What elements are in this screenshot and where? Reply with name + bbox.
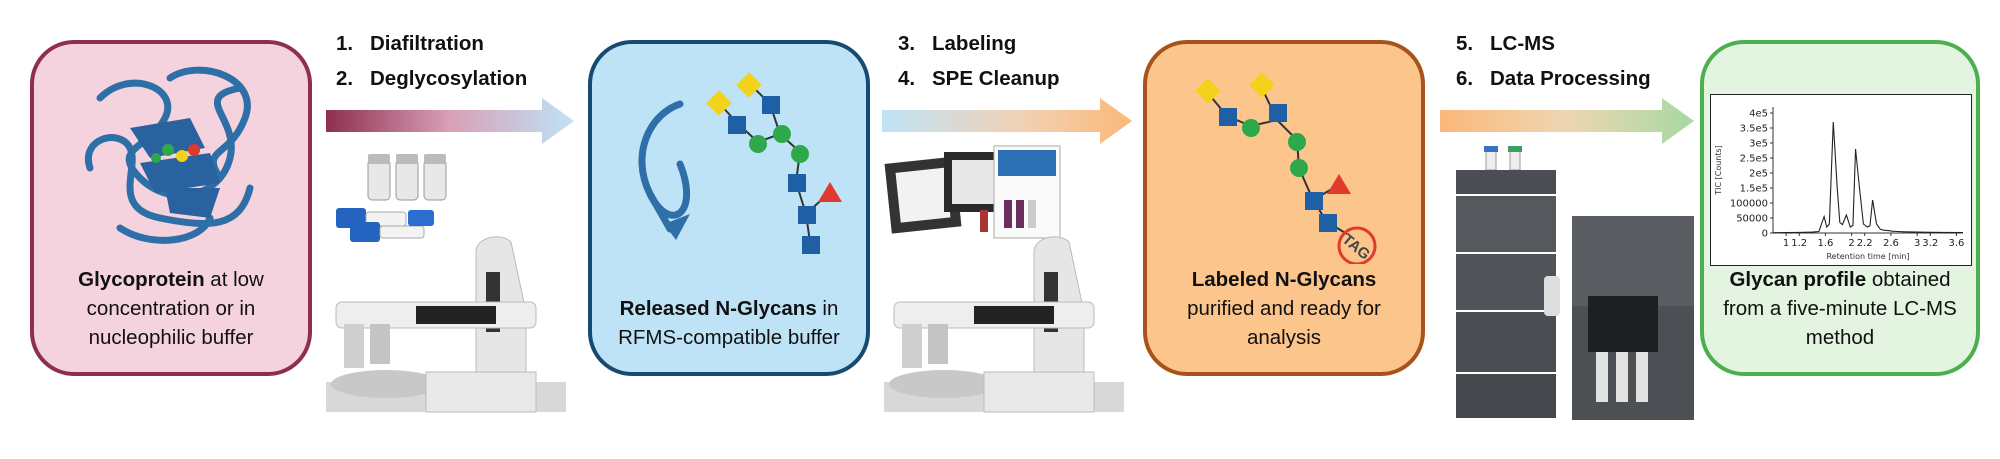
- steps-group-2: 3. Labeling 4. SPE Cleanup: [898, 26, 1060, 96]
- stage-glycoprotein: Glycoprotein at low concentration or in …: [30, 40, 312, 376]
- steps-group-3: 5. LC-MS 6. Data Processing: [1456, 26, 1651, 96]
- y-tick-label: 100000: [1730, 199, 1768, 210]
- chromatogram-trace: [1772, 121, 1964, 234]
- step-6: 6. Data Processing: [1456, 61, 1651, 96]
- x-tick-label: 1.2: [1791, 238, 1807, 249]
- step-5: 5. LC-MS: [1456, 26, 1651, 61]
- stage-glycoprotein-rest: at low concentration or in nucleophilic …: [86, 268, 264, 349]
- liquid-handler-robot-1: [326, 236, 566, 413]
- x-tick-label: 3: [1914, 238, 1920, 249]
- x-tick-label: 2.6: [1883, 238, 1899, 249]
- step-4-label: SPE Cleanup: [932, 67, 1060, 90]
- vials-illustration: [336, 154, 447, 242]
- y-tick-label: 1.5e5: [1740, 184, 1768, 195]
- step-4: 4. SPE Cleanup: [898, 61, 1060, 96]
- step-6-label: Data Processing: [1490, 67, 1651, 90]
- x-tick-label: 1.6: [1817, 238, 1833, 249]
- stage-glycan-profile-rest: obtained from a five-minute LC-MS method: [1723, 268, 1957, 349]
- step-6-number: 6.: [1456, 67, 1474, 90]
- step-2: 2. Deglycosylation: [336, 61, 527, 96]
- stage-glycoprotein-bold: Glycoprotein: [78, 268, 205, 291]
- stage-labeled-glycans-rest: purified and ready for analysis: [1187, 297, 1381, 349]
- stage-released-glycans: Released N-Glycans in RFMS-compatible bu…: [588, 40, 870, 376]
- stage-labeled-glycans: TAG Labeled N-Glycans purified and ready…: [1143, 40, 1425, 376]
- steps-group-1: 1. Diafiltration 2. Deglycosylation: [336, 26, 527, 96]
- stage-released-glycans-bold: Released N-Glycans: [619, 297, 817, 320]
- labeled-glycan-illustration: TAG: [1195, 72, 1377, 264]
- lcms-instrument-illustration: [1456, 146, 1694, 420]
- y-tick-label: 0: [1762, 229, 1768, 240]
- y-tick-label: 3e5: [1749, 139, 1768, 150]
- x-tick-label: 3.6: [1948, 238, 1964, 249]
- step-1: 1. Diafiltration: [336, 26, 527, 61]
- step-5-label: LC-MS: [1490, 32, 1555, 55]
- glycoprotein-illustration: [84, 66, 254, 244]
- stage-glycan-profile-bold: Glycan profile: [1729, 268, 1867, 291]
- liquid-handler-robot-2: [884, 236, 1124, 413]
- x-axis-label: Retention time [min]: [1826, 252, 1909, 261]
- y-axis-label: TIC [Counts]: [1714, 145, 1723, 196]
- stage-labeled-glycans-bold: Labeled N-Glycans: [1191, 268, 1377, 291]
- x-tick-label: 3.2: [1922, 238, 1938, 249]
- step-5-number: 5.: [1456, 32, 1474, 55]
- process-arrow-1: [326, 98, 574, 144]
- step-1-number: 1.: [336, 32, 354, 55]
- spe-kit-illustration: [884, 145, 1061, 239]
- y-tick-label: 50000: [1736, 214, 1768, 225]
- y-tick-label: 3.5e5: [1740, 124, 1768, 135]
- step-2-number: 2.: [336, 67, 354, 90]
- step-3: 3. Labeling: [898, 26, 1060, 61]
- x-tick-label: 2.2: [1857, 238, 1873, 249]
- step-1-label: Diafiltration: [370, 32, 484, 55]
- process-arrow-3: [1440, 98, 1694, 144]
- step-3-label: Labeling: [932, 32, 1017, 55]
- y-tick-label: 2.5e5: [1740, 154, 1768, 165]
- y-tick-label: 2e5: [1749, 169, 1768, 180]
- y-tick-label: 4e5: [1749, 109, 1768, 120]
- step-3-number: 3.: [898, 32, 916, 55]
- process-arrow-2: [882, 98, 1132, 144]
- step-2-label: Deglycosylation: [370, 67, 528, 90]
- stage-glycoprotein-caption: Glycoprotein at low concentration or in …: [34, 265, 308, 352]
- stage-labeled-glycans-caption: Labeled N-Glycans purified and ready for…: [1147, 265, 1421, 352]
- step-4-number: 4.: [898, 67, 916, 90]
- stage-glycan-profile-caption: Glycan profile obtained from a five-minu…: [1704, 265, 1976, 352]
- stage-released-glycans-caption: Released N-Glycans in RFMS-compatible bu…: [592, 294, 866, 352]
- x-tick-label: 2: [1848, 238, 1854, 249]
- x-tick-label: 1: [1783, 238, 1789, 249]
- stage-released-glycans-rest: in RFMS-compatible buffer: [618, 297, 840, 349]
- released-glycan-illustration: [638, 72, 842, 254]
